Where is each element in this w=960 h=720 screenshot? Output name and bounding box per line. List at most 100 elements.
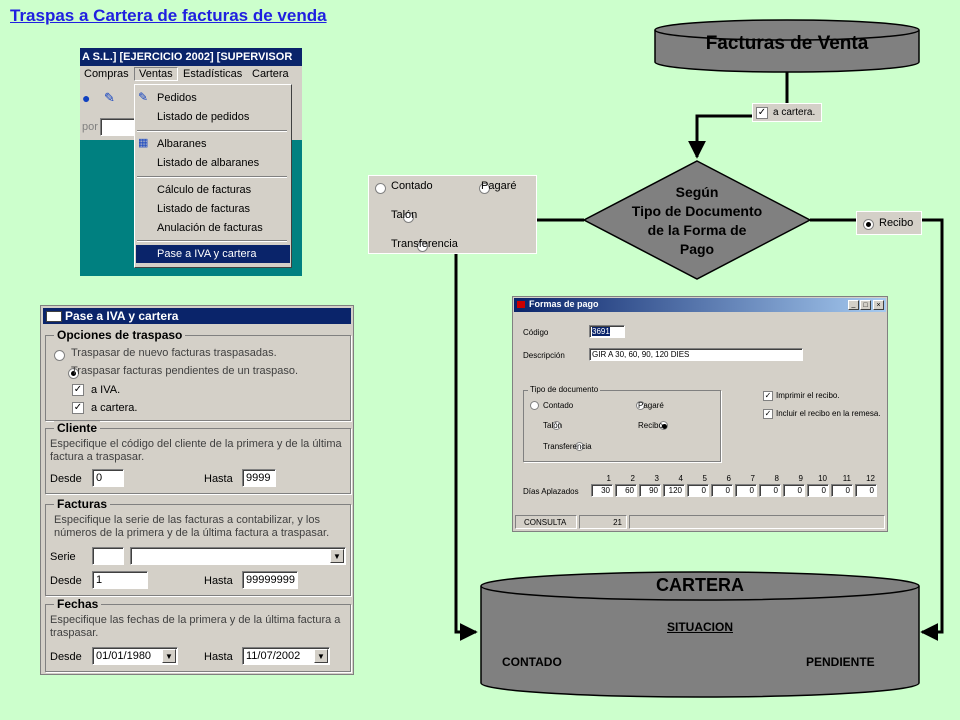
menu-item-listado-facturas[interactable]: Listado de facturas xyxy=(157,203,250,215)
menu-separator xyxy=(137,130,287,132)
edit-icon[interactable]: ✎ xyxy=(104,90,115,105)
connector-line xyxy=(454,254,478,641)
status-bar: CONSULTA 21 xyxy=(515,515,885,529)
descripcion-input[interactable]: GIR A 30, 60, 90, 120 DIES xyxy=(589,348,803,361)
menu-bar: Compras Ventas Estadísticas Cartera xyxy=(80,66,302,84)
formas-titlebar: Formas de pago _ □ × xyxy=(514,298,886,312)
dias-values: 30 60 90 120 0 0 0 0 0 0 0 0 xyxy=(591,484,881,498)
flow-radio-pagare-label: Pagaré xyxy=(481,180,517,192)
pase-dialog: Pase a IVA y cartera Opciones de traspas… xyxy=(40,305,354,675)
tipo-recibo-label: Recibo xyxy=(638,421,663,430)
fechas-desde-input[interactable]: 01/01/1980 ▼ xyxy=(92,647,178,665)
dias-cell[interactable]: 0 xyxy=(831,484,853,497)
check-incluir[interactable]: ✓ xyxy=(763,409,773,419)
user-icon[interactable]: ● xyxy=(82,90,91,106)
flow-radio-contado[interactable] xyxy=(375,182,386,194)
page-title[interactable]: Traspas a Cartera de facturas de venda xyxy=(10,6,327,25)
maximize-icon[interactable]: □ xyxy=(860,300,871,310)
dias-cell[interactable]: 120 xyxy=(663,484,685,497)
flow-cartera-check[interactable]: ✓ xyxy=(756,107,768,119)
tipo-doc-label: Tipo de documento xyxy=(528,385,601,394)
menu-item-calculo-facturas[interactable]: Cálculo de facturas xyxy=(157,184,252,196)
dias-header: 11 xyxy=(842,474,851,483)
cartera-situacion: SITUACION xyxy=(667,620,733,634)
menu-ventas[interactable]: Ventas xyxy=(134,67,178,81)
fechas-group-label: Fechas xyxy=(54,597,102,611)
facturas-desc: Especifique la serie de las facturas a c… xyxy=(54,514,330,539)
menu-item-listado-albaranes[interactable]: Listado de albaranes xyxy=(157,157,260,169)
tipo-transferencia-label: Transferencia xyxy=(543,442,592,451)
chevron-down-icon[interactable]: ▼ xyxy=(162,649,176,663)
cliente-hasta-input[interactable]: 9999 xyxy=(242,469,276,487)
codigo-input[interactable]: 3691 xyxy=(589,325,625,338)
check-imprimir[interactable]: ✓ xyxy=(763,391,773,401)
fechas-desde-value: 01/01/1980 xyxy=(96,650,152,662)
status-count: 21 xyxy=(579,515,627,529)
dias-cell[interactable]: 0 xyxy=(687,484,709,497)
descripcion-label: Descripción xyxy=(523,351,565,360)
menu-item-anulacion-facturas[interactable]: Anulación de facturas xyxy=(157,222,263,234)
facturas-hasta-input[interactable]: 99999999 xyxy=(242,571,298,589)
dias-header: 1 xyxy=(606,474,611,483)
flow-radio-recibo[interactable] xyxy=(863,218,874,230)
dias-cell[interactable]: 0 xyxy=(735,484,757,497)
dias-cell[interactable]: 0 xyxy=(807,484,829,497)
facturas-hasta-label: Hasta xyxy=(204,575,233,587)
dias-header: 2 xyxy=(630,474,635,483)
dias-cell[interactable]: 30 xyxy=(591,484,613,497)
window-icon xyxy=(46,311,62,322)
flow-radio-recibo-label: Recibo xyxy=(879,217,914,229)
top-cylinder-label: Facturas de Venta xyxy=(705,33,869,54)
chevron-down-icon[interactable]: ▼ xyxy=(314,649,328,663)
tipo-radio-contado[interactable] xyxy=(530,401,539,411)
menu-item-pedidos[interactable]: Pedidos xyxy=(157,92,197,104)
radio-traspasar-pendientes[interactable] xyxy=(68,367,80,379)
menu-separator xyxy=(137,176,287,178)
cliente-desde-label: Desde xyxy=(50,473,82,485)
dias-cell[interactable]: 0 xyxy=(711,484,733,497)
flow-radio-pagare[interactable] xyxy=(479,182,491,194)
dias-header: 3 xyxy=(654,474,659,483)
menu-cartera[interactable]: Cartera xyxy=(252,68,289,80)
fechas-desde-label: Desde xyxy=(50,651,82,663)
menu-estadisticas[interactable]: Estadísticas xyxy=(183,68,243,80)
facturas-serie-select[interactable]: ▼ xyxy=(130,547,346,565)
dias-cell[interactable]: 0 xyxy=(855,484,877,497)
tipo-contado-label: Contado xyxy=(543,401,574,410)
dias-cell[interactable]: 90 xyxy=(639,484,661,497)
minimize-icon[interactable]: _ xyxy=(848,300,859,310)
dias-cell[interactable]: 0 xyxy=(783,484,805,497)
formas-title: Formas de pago xyxy=(529,299,599,309)
fechas-hasta-input[interactable]: 11/07/2002 ▼ xyxy=(242,647,330,665)
tipo-radio-talon[interactable] xyxy=(552,421,562,431)
opciones-group: Opciones de traspaso Traspasar de nuevo … xyxy=(45,328,351,421)
cliente-group: Cliente Especifique el código del client… xyxy=(45,421,351,494)
menu-item-pase-label: Pase a IVA y cartera xyxy=(157,248,257,260)
menu-item-pase-iva-cartera[interactable]: Pase a IVA y cartera xyxy=(136,245,290,263)
facturas-desde-input[interactable]: 1 xyxy=(92,571,148,589)
tipo-radio-recibo[interactable] xyxy=(658,421,668,431)
dias-cell[interactable]: 0 xyxy=(759,484,781,497)
facturas-serie-input[interactable] xyxy=(92,547,124,565)
tipo-radio-pagare[interactable] xyxy=(636,401,646,411)
radio-traspasar-nuevo[interactable] xyxy=(54,349,65,361)
cliente-desde-input[interactable]: 0 xyxy=(92,469,124,487)
menu-item-listado-pedidos[interactable]: Listado de pedidos xyxy=(157,111,250,123)
flow-radio-transferencia[interactable] xyxy=(417,240,429,252)
check-a-cartera[interactable]: ✓ xyxy=(72,402,84,414)
bottom-cylinder xyxy=(480,571,920,698)
cartera-pendiente: PENDIENTE xyxy=(806,655,875,669)
flow-radio-talon-label: Talón xyxy=(391,209,418,221)
flow-option-right: Recibo xyxy=(856,211,922,235)
radio-traspasar-pendientes-label: Traspasar facturas pendientes de un tras… xyxy=(71,365,299,377)
fechas-hasta-value: 11/07/2002 xyxy=(246,650,301,662)
chevron-down-icon[interactable]: ▼ xyxy=(330,549,344,563)
menu-compras[interactable]: Compras xyxy=(84,68,129,80)
close-icon[interactable]: × xyxy=(873,300,884,310)
menu-item-albaranes[interactable]: Albaranes xyxy=(157,138,207,150)
flow-radio-talon[interactable] xyxy=(403,211,415,223)
tipo-radio-transferencia[interactable] xyxy=(574,442,584,452)
dias-cell[interactable]: 60 xyxy=(615,484,637,497)
check-a-iva[interactable]: ✓ xyxy=(72,384,84,396)
